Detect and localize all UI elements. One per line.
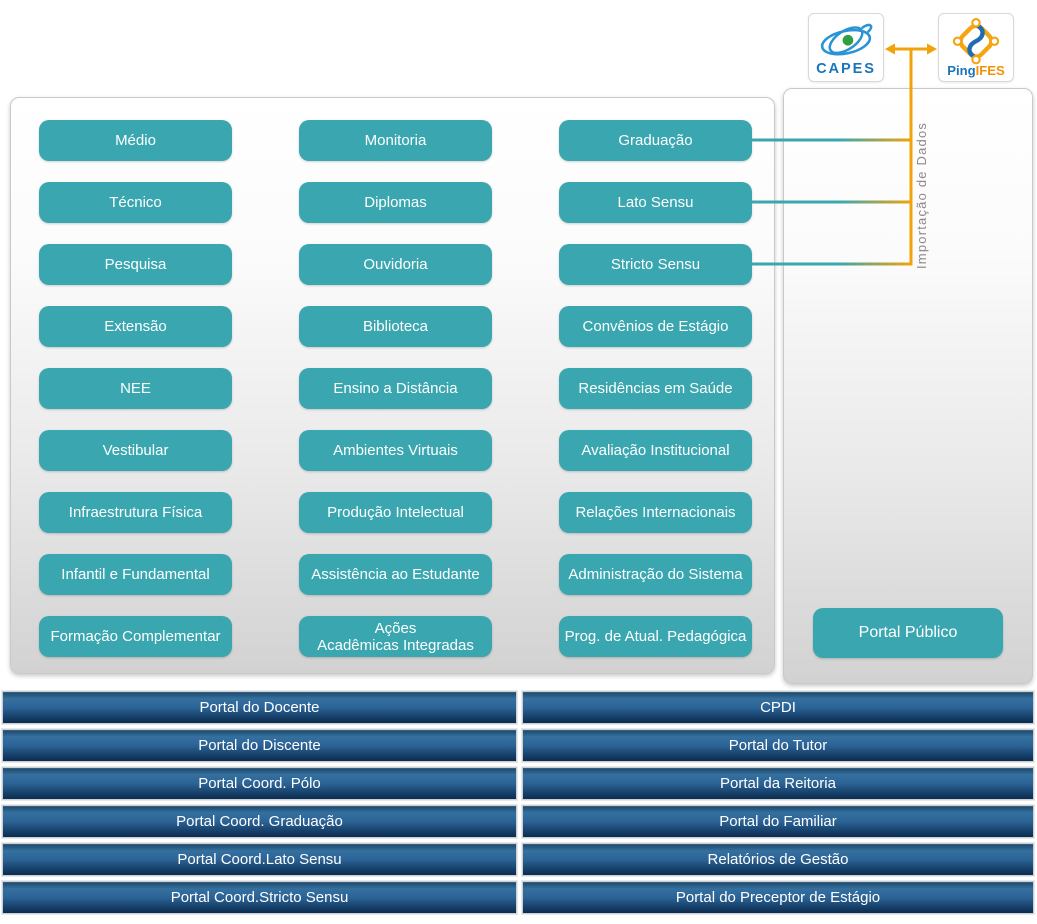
- module-nee[interactable]: NEE: [39, 368, 232, 409]
- pingifes-diamond-ring: [958, 23, 994, 59]
- portal-familiar-bar[interactable]: Portal do Familiar: [522, 805, 1034, 838]
- side-panel: Portal Público: [783, 88, 1033, 684]
- module-acoes-academicas-integradas[interactable]: Ações Acadêmicas Integradas: [299, 616, 492, 657]
- pingifes-logo-icon: PingIFES: [947, 17, 1005, 78]
- module-convenios-estagio[interactable]: Convênios de Estágio: [559, 306, 752, 347]
- import-data-label: Importação de Dados: [914, 121, 929, 269]
- module-ouvidoria[interactable]: Ouvidoria: [299, 244, 492, 285]
- portal-discente-bar[interactable]: Portal do Discente: [2, 729, 517, 762]
- module-formacao-complementar[interactable]: Formação Complementar: [39, 616, 232, 657]
- capes-orbit-loop: [861, 23, 873, 33]
- pingifes-logo-box[interactable]: PingIFES: [938, 13, 1014, 82]
- module-grid: Médio Monitoria Graduação Técnico Diplom…: [39, 120, 752, 657]
- portal-docente-bar[interactable]: Portal do Docente: [2, 691, 517, 724]
- capes-logo-box[interactable]: CAPES: [808, 13, 884, 82]
- portal-coord-polo-bar[interactable]: Portal Coord. Pólo: [2, 767, 517, 800]
- portal-tutor-bar[interactable]: Portal do Tutor: [522, 729, 1034, 762]
- module-relacoes-internacionais[interactable]: Relações Internacionais: [559, 492, 752, 533]
- module-stricto-sensu[interactable]: Stricto Sensu: [559, 244, 752, 285]
- portal-coord-stricto-sensu-bar[interactable]: Portal Coord.Stricto Sensu: [2, 881, 517, 914]
- pingifes-node-right: [989, 35, 1000, 46]
- arrowhead-right-icon: [927, 43, 937, 55]
- pingifes-node-bottom: [971, 54, 981, 64]
- module-diplomas[interactable]: Diplomas: [299, 182, 492, 223]
- arrowhead-left-icon: [885, 43, 895, 55]
- module-vestibular[interactable]: Vestibular: [39, 430, 232, 471]
- module-residencias-saude[interactable]: Residências em Saúde: [559, 368, 752, 409]
- pingifes-label: PingIFES: [947, 63, 1005, 78]
- pingifes-node-top: [971, 17, 981, 28]
- pingifes-node-left: [952, 35, 963, 46]
- portal-preceptor-estagio-bar[interactable]: Portal do Preceptor de Estágio: [522, 881, 1034, 914]
- portal-publico-button[interactable]: Portal Público: [813, 608, 1003, 658]
- capes-green-dot: [842, 34, 854, 46]
- modules-panel: Médio Monitoria Graduação Técnico Diplom…: [10, 97, 775, 674]
- module-ensino-distancia[interactable]: Ensino a Distância: [299, 368, 492, 409]
- module-infantil-fundamental[interactable]: Infantil e Fundamental: [39, 554, 232, 595]
- module-lato-sensu[interactable]: Lato Sensu: [559, 182, 752, 223]
- portal-coord-lato-sensu-bar[interactable]: Portal Coord.Lato Sensu: [2, 843, 517, 876]
- portal-reitoria-bar[interactable]: Portal da Reitoria: [522, 767, 1034, 800]
- capes-label: CAPES: [816, 61, 876, 77]
- module-biblioteca[interactable]: Biblioteca: [299, 306, 492, 347]
- module-pesquisa[interactable]: Pesquisa: [39, 244, 232, 285]
- module-infraestrutura-fisica[interactable]: Infraestrutura Física: [39, 492, 232, 533]
- relatorios-gestao-bar[interactable]: Relatórios de Gestão: [522, 843, 1034, 876]
- pingifes-blue-swirl: [967, 22, 985, 60]
- module-prog-atual-pedagogica[interactable]: Prog. de Atual. Pedagógica: [559, 616, 752, 657]
- module-medio[interactable]: Médio: [39, 120, 232, 161]
- module-avaliacao-institucional[interactable]: Avaliação Institucional: [559, 430, 752, 471]
- module-monitoria[interactable]: Monitoria: [299, 120, 492, 161]
- capes-orbit-inner: [828, 25, 864, 54]
- portal-cpdi-bar[interactable]: CPDI: [522, 691, 1034, 724]
- module-administracao-sistema[interactable]: Administração do Sistema: [559, 554, 752, 595]
- portal-bars-grid: Portal do Docente CPDI Portal do Discent…: [2, 691, 1034, 914]
- capes-logo-icon: CAPES: [816, 23, 876, 77]
- module-ambientes-virtuais[interactable]: Ambientes Virtuais: [299, 430, 492, 471]
- module-extensao[interactable]: Extensão: [39, 306, 232, 347]
- module-producao-intelectual[interactable]: Produção Intelectual: [299, 492, 492, 533]
- module-tecnico[interactable]: Técnico: [39, 182, 232, 223]
- module-graduacao[interactable]: Graduação: [559, 120, 752, 161]
- module-assistencia-estudante[interactable]: Assistência ao Estudante: [299, 554, 492, 595]
- portal-coord-graduacao-bar[interactable]: Portal Coord. Graduação: [2, 805, 517, 838]
